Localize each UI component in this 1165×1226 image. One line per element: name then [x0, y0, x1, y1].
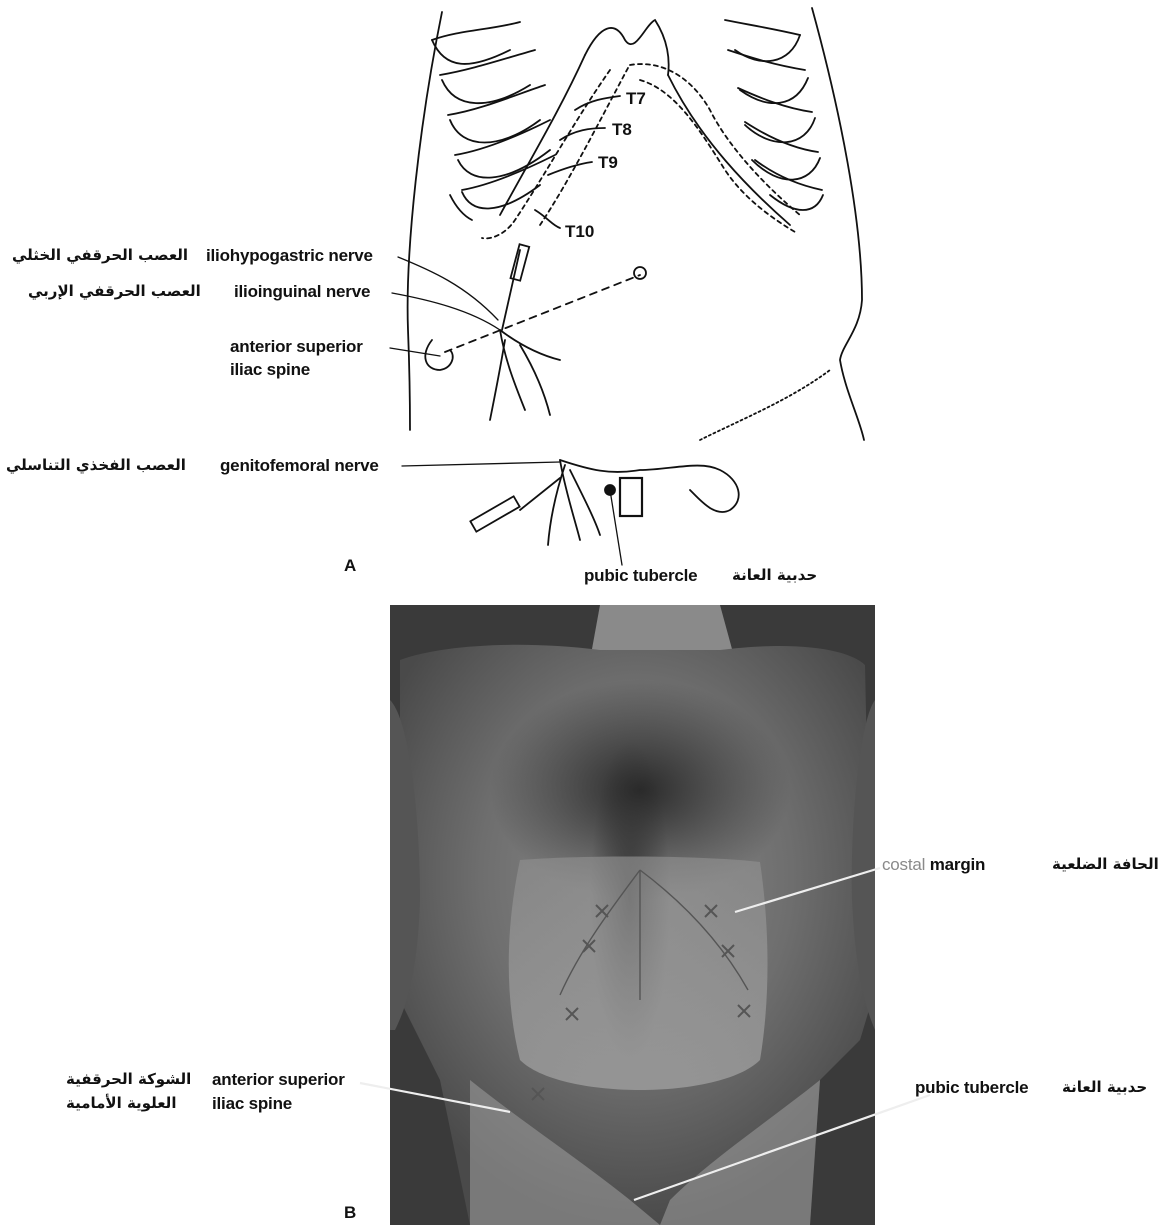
label-costal-margin: costal margin: [882, 855, 985, 875]
arabic-iliohypogastric: العصب الحرقفي الخثلي: [12, 246, 188, 264]
arabic-ilioinguinal: العصب الحرقفي الإربي: [28, 282, 201, 300]
left-ribs: [432, 22, 555, 220]
label-asis-photo-line1: anterior superior: [212, 1070, 345, 1090]
arabic-pubic-tubercle-a: حدبية العانة: [732, 566, 817, 584]
pubic-symphysis: [620, 478, 642, 516]
leader-asis: [390, 348, 440, 356]
arabic-asis-line2: العلوية الأمامية: [66, 1094, 176, 1112]
trunk-right-outline: [812, 8, 864, 440]
spinal-level-t10: T10: [565, 222, 594, 242]
abdomen: [509, 856, 768, 1090]
label-ilioinguinal-nerve: ilioinguinal nerve: [234, 282, 370, 302]
left-costal-margin: [500, 55, 585, 215]
trunk-left-outline: [408, 12, 442, 430]
label-genitofemoral-nerve: genitofemoral nerve: [220, 456, 379, 476]
leader-genitofemoral: [402, 462, 560, 466]
arabic-costal-margin: الحافة الضلعية: [1052, 855, 1159, 873]
arabic-pubic-tubercle-b: حدبية العانة: [1062, 1078, 1147, 1096]
leader-iliohypogastric: [398, 257, 498, 320]
xiphoid: [585, 20, 669, 75]
label-pubic-tubercle-a: pubic tubercle: [584, 566, 697, 586]
spinal-level-t8: T8: [612, 120, 632, 140]
panel-b-photo: [360, 605, 930, 1225]
label-asis-line1: anterior superior: [230, 337, 363, 357]
label-asis-line2: iliac spine: [230, 360, 310, 380]
right-costal-margin: [668, 75, 790, 225]
label-margin-word: margin: [930, 855, 985, 874]
right-ribs: [725, 20, 823, 210]
asis-umbilicus-line: [445, 275, 640, 352]
lower-abdomen-curve: [700, 370, 830, 440]
label-pubic-tubercle-b: pubic tubercle: [915, 1078, 1028, 1098]
panel-letter-a: A: [344, 556, 356, 576]
needle-upper: [502, 250, 520, 330]
label-costal-word: costal: [882, 855, 925, 874]
label-iliohypogastric-nerve: iliohypogastric nerve: [206, 246, 373, 266]
syringe-lower: [470, 496, 519, 531]
t9-nerve: [548, 162, 592, 175]
dermatome-band-left2: [540, 68, 628, 225]
spinal-level-t9: T9: [598, 153, 618, 173]
panel-letter-b: B: [344, 1203, 356, 1223]
asis-bump: [425, 340, 452, 370]
umbilicus: [634, 267, 646, 279]
spinal-level-t7: T7: [626, 89, 646, 109]
label-asis-photo-line2: iliac spine: [212, 1094, 292, 1114]
t10-nerve: [535, 210, 560, 228]
arabic-genitofemoral: العصب الفخذي التناسلي: [6, 456, 186, 474]
arabic-asis-line1: الشوكة الحرقفية: [66, 1070, 191, 1088]
t7-nerve: [575, 96, 620, 110]
